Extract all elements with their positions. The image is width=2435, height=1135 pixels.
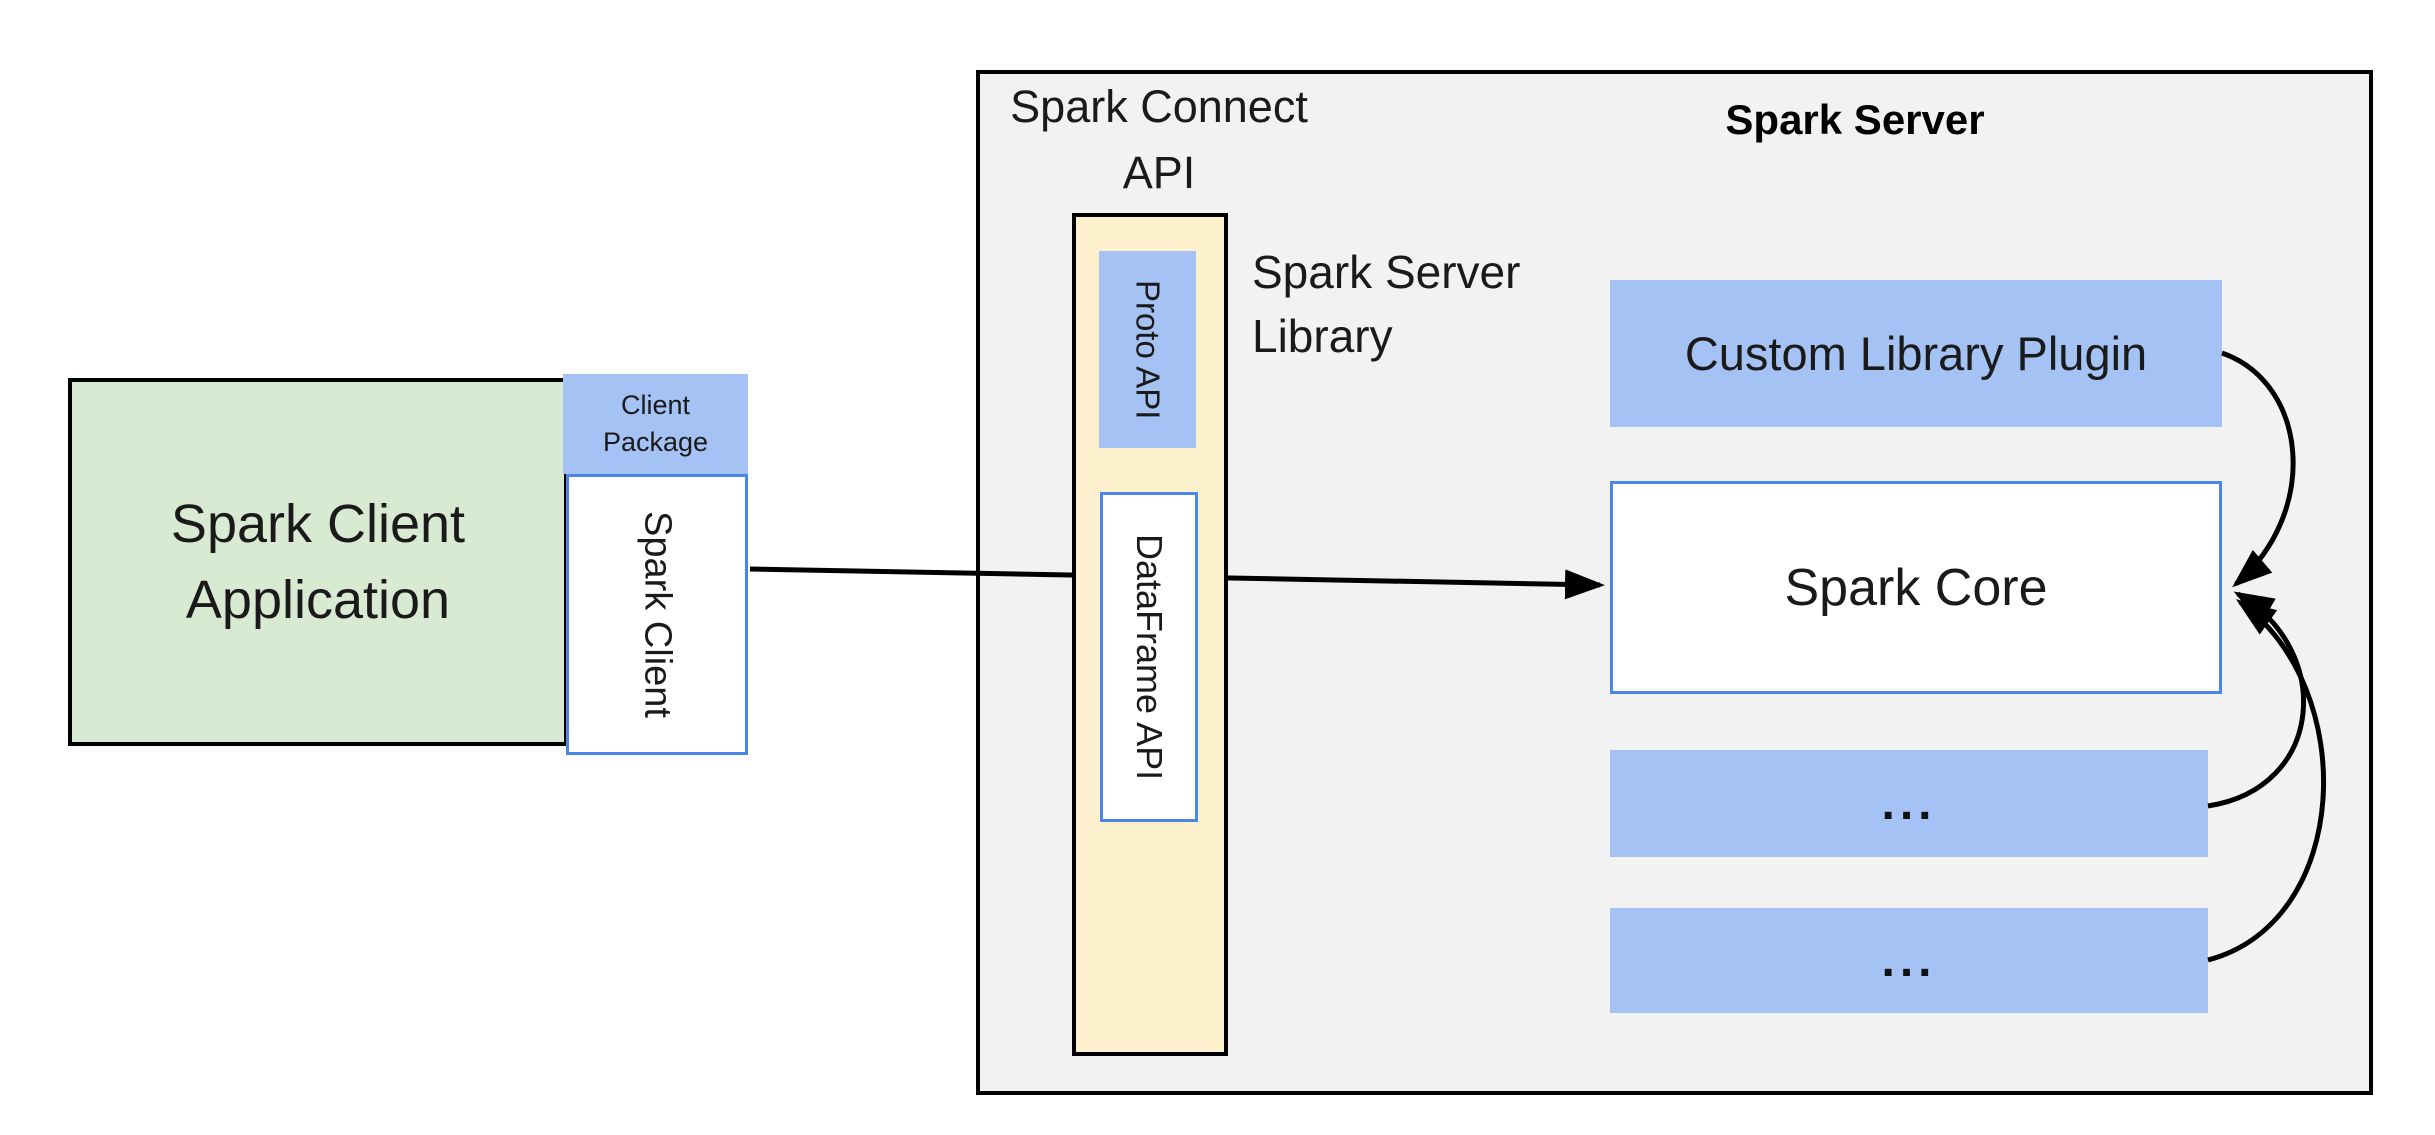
plugin-slot-2-box: ... — [1610, 908, 2208, 1013]
spark-server-library-line1: Spark Server — [1252, 246, 1521, 298]
client-package-box: Client Package — [563, 374, 748, 474]
client-package-label: Client Package — [603, 387, 708, 461]
plugin-slot-1-box: ... — [1610, 750, 2208, 857]
client-package-line2: Package — [602, 427, 709, 457]
spark-server-library-label: Spark Server Library — [1252, 240, 1592, 368]
spark-core-box: Spark Core — [1610, 481, 2222, 694]
custom-library-plugin-label: Custom Library Plugin — [1684, 327, 2148, 380]
custom-library-plugin-box: Custom Library Plugin — [1610, 280, 2222, 427]
proto-api-label: Proto API — [1129, 279, 1167, 420]
spark-connect-api-label: Spark Connect API — [994, 74, 1324, 206]
spark-core-label: Spark Core — [1784, 558, 2048, 617]
dataframe-api-box: DataFrame API — [1100, 492, 1198, 822]
plugin-slot-2-label: ... — [1881, 934, 1937, 987]
spark-server-title: Spark Server — [1725, 96, 1985, 143]
spark-connect-api-line2: API — [1122, 147, 1196, 198]
spark-client-box: Spark Client — [566, 474, 748, 755]
spark-client-application-line1: Spark Client — [170, 494, 466, 554]
spark-connect-api-line1: Spark Connect — [1010, 81, 1308, 132]
spark-client-label: Spark Client — [636, 511, 679, 718]
spark-client-application-box: Spark Client Application — [68, 378, 568, 746]
dataframe-api-label: DataFrame API — [1129, 533, 1170, 781]
client-package-line1: Client — [620, 390, 690, 420]
proto-api-box: Proto API — [1099, 251, 1196, 448]
spark-client-application-line2: Application — [185, 570, 451, 630]
spark-server-library-line2: Library — [1252, 310, 1393, 362]
spark-client-application-label: Spark Client Application — [171, 486, 465, 638]
plugin-slot-1-label: ... — [1881, 777, 1937, 830]
